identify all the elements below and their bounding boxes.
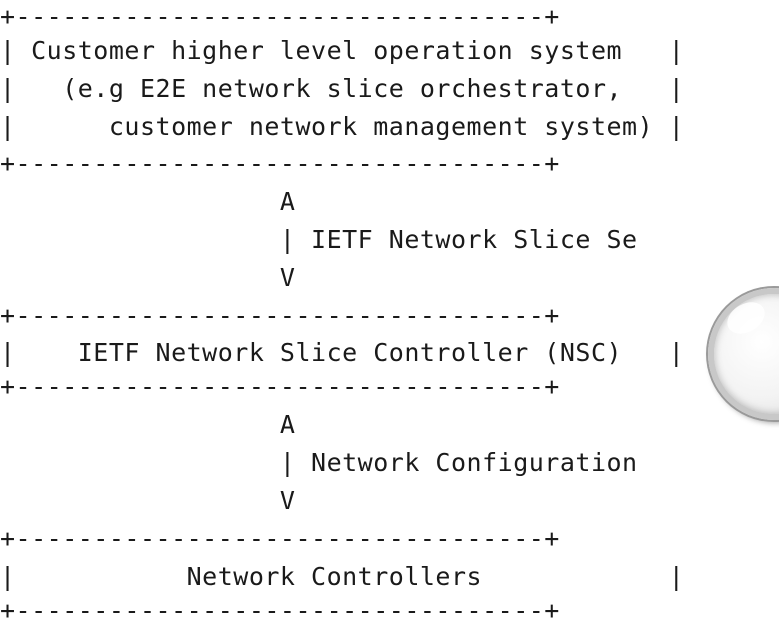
customer-os-line-2: | (e.g E2E network slice orchestrator, |: [0, 74, 685, 103]
nsc-box-border-top: +----------------------------------+: [0, 301, 560, 330]
nsc-box-border-bottom: +----------------------------------+: [0, 372, 560, 401]
nsc-box-label: | IETF Network Slice Controller (NSC) |: [0, 338, 685, 367]
customer-os-line-3: | customer network management system) |: [0, 112, 685, 141]
nc-box-border-bottom: +----------------------------------+: [0, 596, 560, 625]
top-box-border-top: +----------------------------------+: [0, 2, 560, 31]
arrow-head-up-2: A: [0, 410, 296, 439]
arrow-head-down-1: V: [0, 263, 296, 292]
arrow-head-down-2: V: [0, 486, 296, 515]
service-interface-label: | IETF Network Slice Se: [0, 225, 638, 254]
network-controllers-label: | Network Controllers |: [0, 562, 685, 591]
top-box-border-bottom: +----------------------------------+: [0, 149, 560, 178]
customer-os-line-1: | Customer higher level operation system…: [0, 36, 685, 65]
nc-box-border-top: +----------------------------------+: [0, 524, 560, 553]
network-config-label: | Network Configuration: [0, 448, 638, 477]
magnifier-icon[interactable]: [708, 288, 779, 420]
arrow-head-up-1: A: [0, 187, 296, 216]
